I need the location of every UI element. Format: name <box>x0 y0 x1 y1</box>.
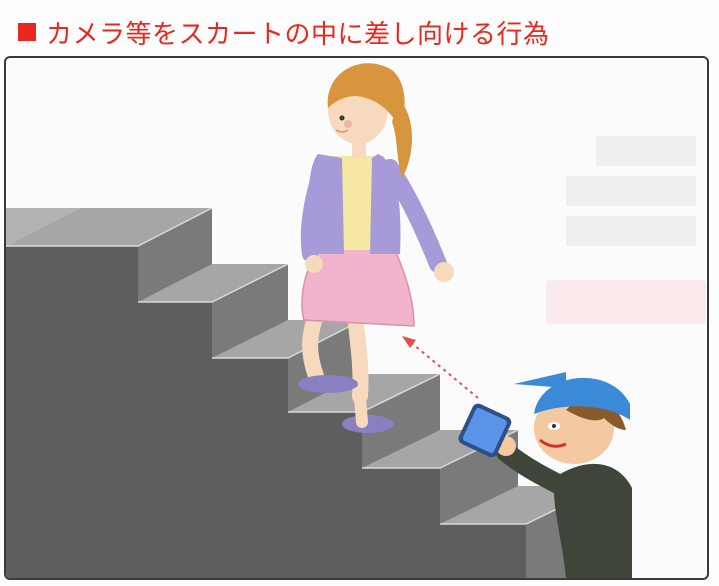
dotted-arrow-icon <box>402 336 479 399</box>
background-text-block <box>566 176 696 206</box>
background-text-block <box>566 216 696 246</box>
square-marker-icon <box>18 23 36 41</box>
page-title: カメラ等をスカートの中に差し向ける行為 <box>18 12 550 52</box>
smartphone-icon <box>458 403 512 458</box>
title-text: カメラ等をスカートの中に差し向ける行為 <box>46 19 550 50</box>
illustration <box>6 63 632 578</box>
woman-figure <box>298 63 454 433</box>
boy-figure <box>496 372 632 578</box>
background-text-block <box>596 136 696 166</box>
illustration-frame <box>4 56 709 580</box>
background-banner <box>546 280 706 324</box>
staircase <box>6 207 605 578</box>
